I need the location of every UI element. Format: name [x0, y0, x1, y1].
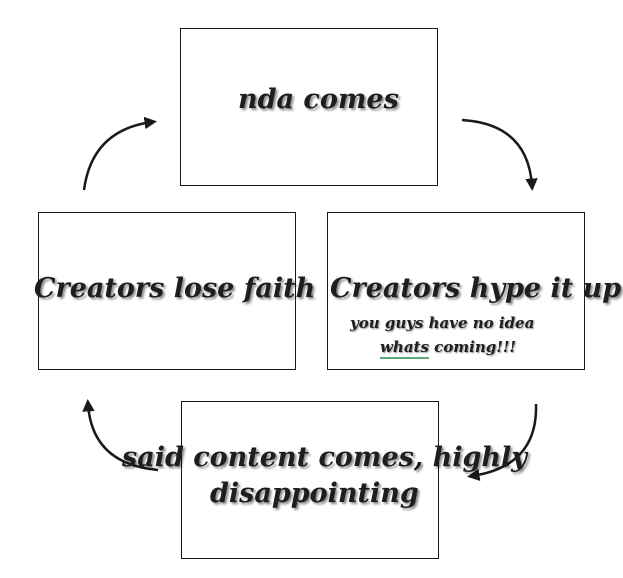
node-box-creators-lose-faith [38, 212, 296, 370]
node-label-nda-comes: nda comes [238, 84, 399, 115]
underlined-word: whats [380, 338, 429, 359]
arrow-left-to-top [82, 116, 157, 191]
arrow-top-to-right [461, 118, 538, 191]
node-box-nda-comes [180, 28, 438, 186]
node-note-line2: whats coming!!! [380, 338, 516, 359]
note-line2-rest: coming!!! [428, 338, 516, 356]
node-note-line1: you guys have no idea [350, 314, 535, 332]
arrow-right-to-bottom [467, 403, 538, 482]
node-box-content-comes [181, 401, 439, 559]
arrow-bottom-to-left [82, 399, 159, 472]
node-box-creators-hype [327, 212, 585, 370]
node-label-creators-hype: Creators hype it up [330, 273, 622, 304]
node-label-creators-lose-faith: Creators lose faith [34, 273, 316, 304]
node-label-content-comes-line2: disappointing [210, 478, 419, 509]
node-label-content-comes-line1: said content comes, highly [122, 442, 527, 473]
